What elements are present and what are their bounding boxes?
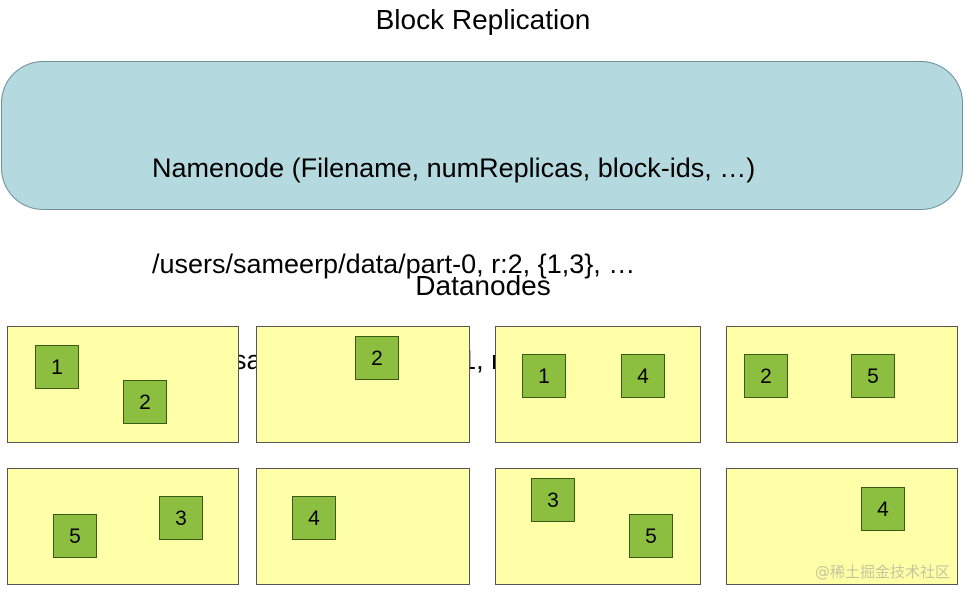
diagram-title: Block Replication <box>375 4 591 35</box>
data-block: 2 <box>355 336 399 380</box>
datanode: 1 2 <box>7 326 239 443</box>
datanode: 4 <box>256 468 470 585</box>
data-block: 5 <box>629 514 673 558</box>
data-block: 4 <box>621 354 665 398</box>
data-block: 4 <box>292 496 336 540</box>
namenode-header-line: Namenode (Filename, numReplicas, block-i… <box>152 153 756 183</box>
data-block: 2 <box>744 354 788 398</box>
data-block: 5 <box>851 354 895 398</box>
datanode: 4 <box>726 468 958 585</box>
namenode-box: Namenode (Filename, numReplicas, block-i… <box>1 61 963 375</box>
datanodes-heading: Datanodes <box>415 270 551 301</box>
data-block: 3 <box>159 496 203 540</box>
data-block: 1 <box>35 345 79 389</box>
datanode: 2 <box>256 326 470 443</box>
watermark: @稀土掘金技术社区 <box>814 563 950 581</box>
namenode-file-entry: /users/sameerp/data/part-0, r:2, {1,3}, … <box>152 249 636 279</box>
data-block: 3 <box>531 478 575 522</box>
data-block: 4 <box>861 487 905 531</box>
data-block: 1 <box>522 354 566 398</box>
datanode: 2 5 <box>726 326 958 443</box>
datanode: 3 5 <box>495 468 701 585</box>
data-block: 2 <box>123 380 167 424</box>
datanode: 1 4 <box>495 326 701 443</box>
datanode: 5 3 <box>7 468 239 585</box>
data-block: 5 <box>53 514 97 558</box>
